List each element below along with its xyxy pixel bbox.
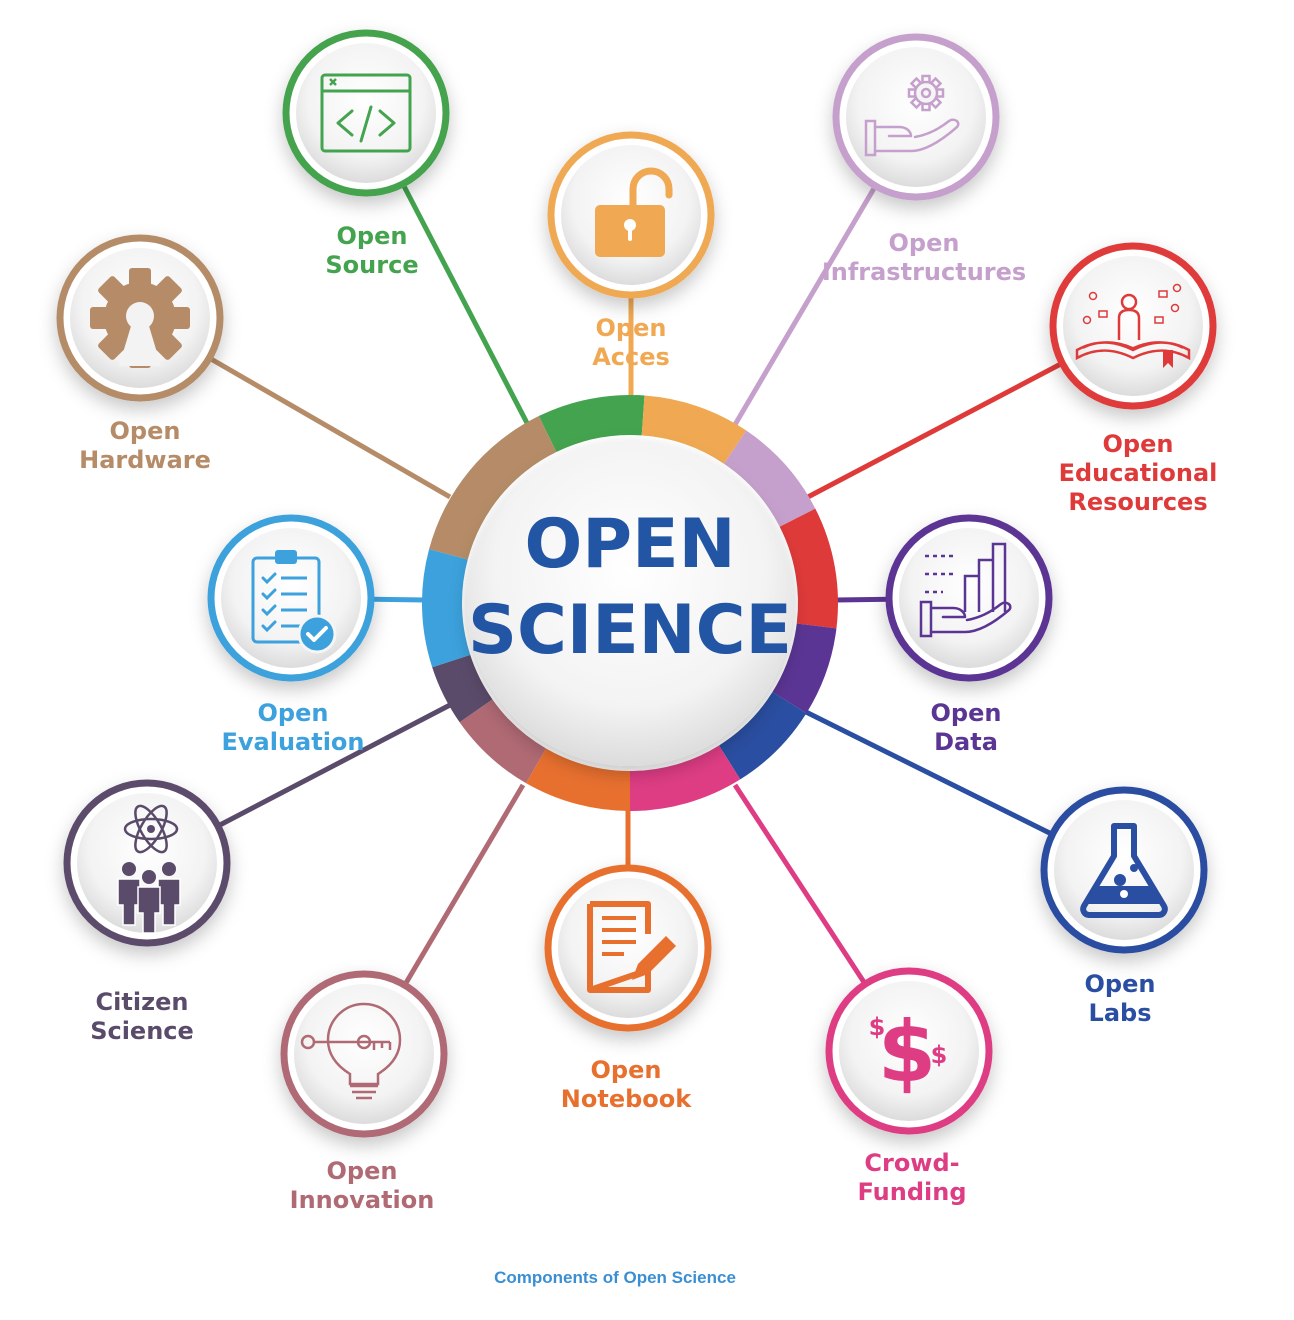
node-open-evaluation — [207, 514, 375, 682]
node-open-innovation — [280, 970, 448, 1138]
center-disc — [467, 440, 793, 766]
node-open-data — [885, 514, 1053, 682]
clipboard-check-icon — [251, 550, 337, 654]
flask-icon — [1080, 823, 1168, 918]
label-line: Open — [1102, 430, 1174, 458]
ring-segment-open-innovation — [459, 699, 546, 784]
label-crowd-funding: Crowd-Funding — [857, 1149, 966, 1207]
reader-on-book-icon — [1075, 283, 1191, 368]
label-line: Evaluation — [221, 728, 365, 756]
people-atom-icon — [117, 804, 181, 934]
ring-segment-open-hardware — [429, 416, 557, 560]
label-line: Data — [934, 728, 998, 756]
ring-segment-open-educational-resources — [779, 508, 838, 629]
label-line: Acces — [592, 343, 670, 371]
label-line: Citizen — [95, 988, 189, 1016]
data-chart-hand-icon — [919, 542, 1012, 638]
label-line: Source — [325, 251, 419, 279]
node-open-hardware — [56, 234, 224, 402]
node-open-source — [282, 29, 450, 197]
label-line: Open — [1084, 970, 1156, 998]
notebook-pen-icon — [587, 901, 676, 993]
label-line: Open — [257, 699, 329, 727]
svg-text:$: $ — [931, 1041, 948, 1069]
node-citizen-science — [63, 779, 231, 947]
node-open-infrastructures — [832, 33, 1000, 201]
label-line: Open — [590, 1056, 662, 1084]
open-hardware-gear-icon — [90, 268, 190, 368]
label-line: Open — [930, 699, 1002, 727]
ring-segment-open-access — [641, 395, 747, 464]
node-open-educational-resources — [1049, 242, 1217, 410]
center-title-line1: OPEN — [524, 505, 736, 584]
center-title-line2: SCIENCE — [468, 591, 792, 670]
caption: Components of Open Science — [494, 1268, 736, 1287]
node-crowd-funding: $$$ — [825, 967, 993, 1135]
label-line: Crowd- — [864, 1149, 960, 1177]
label-line: Labs — [1088, 999, 1152, 1027]
ring-segment-citizen-science — [432, 654, 493, 723]
label-line: Open — [336, 222, 408, 250]
label-line: Open — [326, 1157, 398, 1185]
gear-in-hand-icon — [864, 74, 960, 157]
label-line: Notebook — [560, 1085, 692, 1113]
node-open-access — [547, 131, 715, 299]
ring-segment-open-evaluation — [422, 549, 471, 668]
ring-segment-crowd-funding — [630, 745, 741, 811]
lightbulb-key-icon — [300, 1002, 402, 1100]
svg-text:$: $ — [869, 1013, 886, 1041]
ring-segment-open-labs — [719, 692, 807, 780]
code-window-icon — [320, 73, 412, 153]
label-line: Innovation — [289, 1186, 435, 1214]
label-line: Open — [595, 314, 667, 342]
component-nodes: $$$ — [56, 29, 1217, 1138]
label-line: Educational — [1058, 459, 1218, 487]
node-open-notebook — [544, 864, 712, 1032]
ring-segment-open-source — [538, 395, 645, 453]
unlocked-padlock-icon — [595, 167, 673, 257]
label-line: Open — [109, 417, 181, 445]
label-line: Hardware — [79, 446, 211, 474]
ring-segment-open-notebook — [526, 748, 630, 811]
ring-segment-open-infrastructures — [723, 430, 816, 527]
label-line: Resources — [1068, 488, 1208, 516]
svg-text:$: $ — [878, 1003, 936, 1101]
center-color-ring — [422, 395, 838, 811]
dollar-icon: $$$ — [869, 1003, 948, 1101]
ring-segment-open-data — [772, 623, 837, 714]
label-line: Infrastructures — [821, 258, 1027, 286]
label-line: Open — [888, 229, 960, 257]
label-line: Science — [90, 1017, 194, 1045]
node-open-labs — [1040, 786, 1208, 954]
label-line: Funding — [857, 1178, 967, 1206]
